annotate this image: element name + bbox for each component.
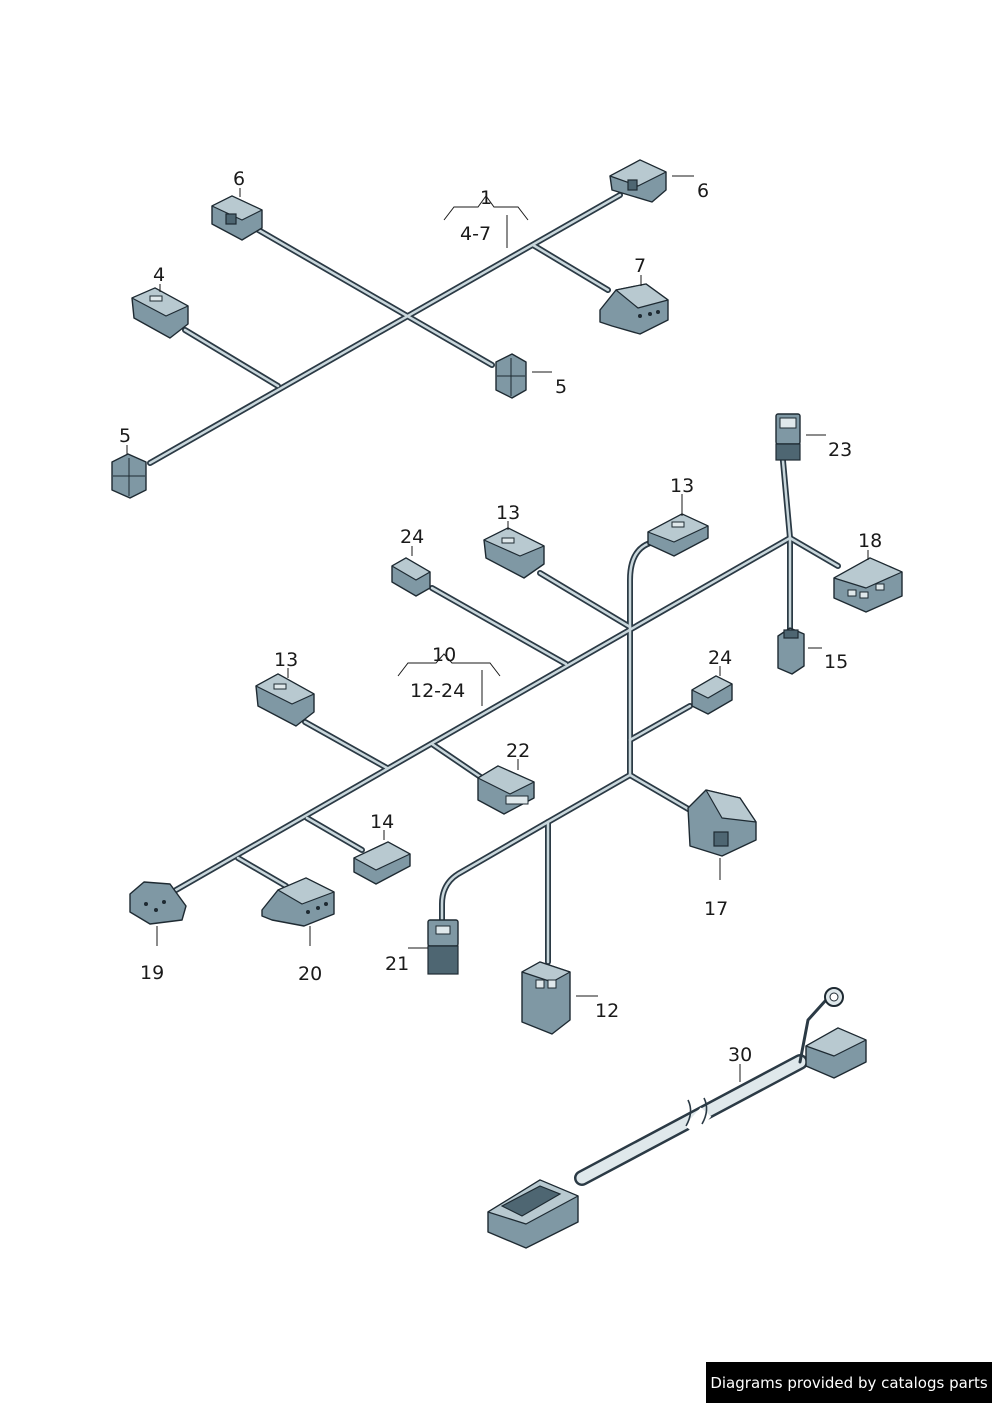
callout-4: 4 [153,264,165,286]
cable-30: 30 [487,987,867,1249]
connector-13-c[interactable] [255,673,315,727]
connector-5-left[interactable] [111,453,147,499]
callout-22: 22 [506,740,530,762]
callout-6-left: 6 [233,168,245,190]
callout-21: 21 [385,953,409,975]
connector-23[interactable] [775,413,801,461]
harness-1: 1 4-7 6 6 4 7 5 5 [111,159,709,499]
callout-10-range: 12-24 [410,680,465,702]
callout-14: 14 [370,811,394,833]
footer-credit-badge: Diagrams provided by catalogs parts [706,1362,992,1403]
callout-30: 30 [728,1044,752,1066]
harness-1-labels: 1 4-7 6 6 4 7 5 5 [119,168,709,454]
callout-6-right: 6 [697,180,709,202]
callout-24-a: 24 [400,526,424,548]
connector-21[interactable] [427,919,459,975]
connector-12[interactable] [521,961,571,1035]
harness-10: 10 12-24 23 18 15 13 13 24 24 13 22 14 1… [129,413,903,1035]
connector-14[interactable] [353,841,411,885]
callout-5-left: 5 [119,425,131,447]
connector-6-left[interactable] [211,195,263,241]
harness-10-labels: 10 12-24 23 18 15 13 13 24 24 13 22 14 1… [140,434,882,1022]
harness-10-wires [173,425,841,965]
callout-19: 19 [140,962,164,984]
callout-7: 7 [634,255,646,277]
callout-20: 20 [298,963,322,985]
connector-4[interactable] [131,287,189,339]
callout-1: 1 [480,187,492,209]
callout-24-b: 24 [708,647,732,669]
connector-15[interactable] [777,627,805,675]
connector-30-main[interactable] [487,1179,579,1249]
harness-1-wires [147,192,623,466]
connector-5-middle[interactable] [495,353,527,399]
connector-6-right[interactable] [609,159,667,203]
connector-18[interactable] [833,557,903,613]
callout-23: 23 [828,439,852,461]
connector-7[interactable] [599,283,669,335]
callout-18: 18 [858,530,882,552]
callout-12: 12 [595,1000,619,1022]
connector-24-b[interactable] [691,675,733,715]
callout-13-c: 13 [274,649,298,671]
connector-20[interactable] [261,877,335,927]
connector-13-b[interactable] [483,527,545,579]
connector-13-a[interactable] [647,513,709,557]
ring-terminal[interactable] [824,987,844,1007]
callout-15: 15 [824,651,848,673]
callout-13-a: 13 [670,475,694,497]
connector-24-a[interactable] [391,557,431,597]
callout-1-range: 4-7 [460,223,491,245]
connector-19[interactable] [129,881,187,925]
callout-5-middle: 5 [555,376,567,398]
callout-17: 17 [704,898,728,920]
cable-30-sleeve [574,998,828,1186]
cable-30-label: 30 [728,1044,752,1082]
callout-13-b: 13 [496,502,520,524]
connector-17[interactable] [687,789,757,857]
connector-22[interactable] [477,765,535,815]
connector-30-end[interactable] [805,1027,867,1079]
